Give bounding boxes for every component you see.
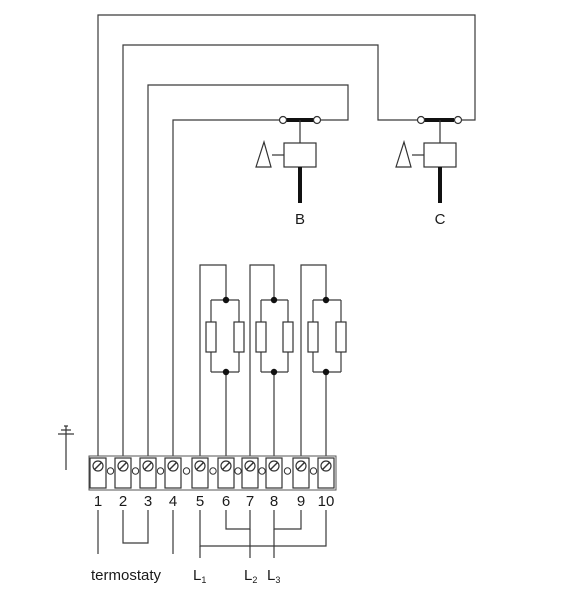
sensor-c-adjust-icon: [395, 139, 412, 168]
thermostat-wiring: [97, 14, 476, 458]
terminal-block-10: [317, 457, 335, 489]
sensor-c-label: C: [435, 211, 446, 228]
wire-terminal-4-to-sensor-b: [172, 119, 282, 458]
jumper-6-7: [225, 510, 251, 530]
heating-resistor: [255, 321, 267, 353]
heater-group-2: [249, 264, 294, 458]
jumper-5-10: [199, 510, 327, 547]
sensor-c: C: [395, 115, 463, 228]
l3-label: L3: [267, 567, 280, 585]
terminal-block-8: [265, 457, 283, 489]
sensor-b-terminal-right: [312, 115, 322, 125]
link-hole-icon: [309, 467, 318, 475]
supply-labels: termostaty L1 L2 L3: [91, 567, 280, 585]
junction-dot: [322, 296, 330, 304]
link-hole-icon: [106, 467, 115, 475]
sensor-c-terminal-right: [453, 115, 463, 125]
l2-label: L2: [244, 567, 257, 585]
terminal-8-label: 8: [270, 493, 278, 510]
junction-dot: [222, 368, 230, 376]
terminal-10-label: 10: [318, 493, 335, 510]
terminal-4-label: 4: [169, 493, 177, 510]
terminal-block-9: [292, 457, 310, 489]
termostaty-label: termostaty: [91, 567, 162, 584]
terminal-block-1: [89, 457, 107, 489]
jumper-2-3: [122, 510, 149, 544]
terminal-5-label: 5: [196, 493, 204, 510]
terminal-9-label: 9: [297, 493, 305, 510]
junction-dot: [270, 368, 278, 376]
supply-wiring: [97, 510, 327, 558]
terminal-block-6: [217, 457, 235, 489]
link-hole-icon: [131, 467, 140, 475]
wire-terminal-3-to-sensor-b: [147, 84, 349, 458]
heater-group-1: [199, 264, 245, 458]
junction-dot: [270, 296, 278, 304]
sensor-b-terminal-left: [278, 115, 288, 125]
terminal-number-labels: 1 2 3 4 5 6 7 8 9 10: [94, 493, 335, 510]
heating-resistor: [205, 321, 217, 353]
sensor-b-adjust-icon: [255, 139, 272, 168]
terminal-3-label: 3: [144, 493, 152, 510]
sensor-b: B: [255, 115, 322, 228]
sensor-b-label: B: [295, 211, 305, 228]
link-hole-icon: [283, 467, 292, 475]
link-hole-icon: [156, 467, 165, 475]
heating-resistor: [282, 321, 294, 353]
junction-dot: [322, 368, 330, 376]
terminal-block-5: [191, 457, 209, 489]
heating-resistor: [335, 321, 347, 353]
terminal-7-label: 7: [246, 493, 254, 510]
ground-icon: [58, 425, 74, 470]
link-hole-icon: [209, 467, 217, 475]
terminal-block-4: [164, 457, 182, 489]
terminal-block-2: [114, 457, 132, 489]
heater-group-3: [300, 264, 347, 458]
link-hole-icon: [258, 467, 266, 475]
wire-terminal-2-to-sensor-c: [122, 44, 420, 458]
heating-resistor: [307, 321, 319, 353]
terminal-6-label: 6: [222, 493, 230, 510]
l1-label: L1: [193, 567, 206, 585]
link-hole-icon: [234, 467, 242, 475]
sensor-b-head: [283, 142, 317, 168]
link-hole-icon: [182, 467, 191, 475]
heating-resistor: [233, 321, 245, 353]
terminal-2-label: 2: [119, 493, 127, 510]
sensor-c-head: [423, 142, 457, 168]
terminal-block-3: [139, 457, 157, 489]
jumper-8-9: [273, 510, 302, 530]
terminal-strip: [88, 455, 337, 491]
terminal-block-7: [241, 457, 259, 489]
wire-terminal-1-to-sensor-c: [97, 14, 476, 458]
junction-dot: [222, 296, 230, 304]
sensor-c-terminal-left: [416, 115, 426, 125]
terminal-1-label: 1: [94, 493, 102, 510]
